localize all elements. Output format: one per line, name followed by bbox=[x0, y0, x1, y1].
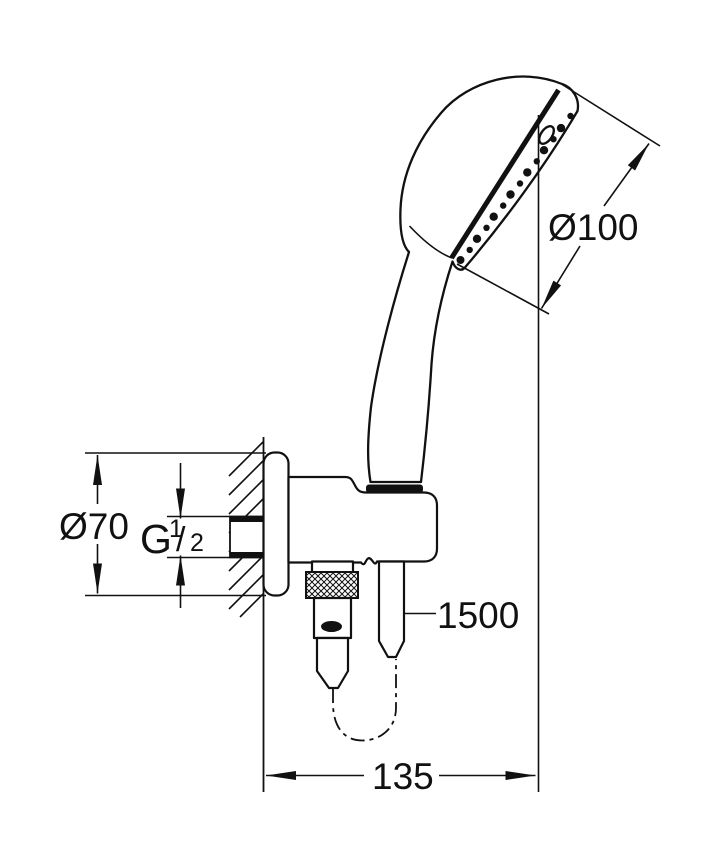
dim-escutcheon-extension-lines bbox=[85, 452, 266, 597]
hose-end-right bbox=[377, 560, 406, 659]
dim-head-diameter: Ø100 bbox=[456, 84, 661, 315]
nozzle-dots bbox=[456, 112, 574, 264]
neck-crease bbox=[408, 225, 453, 259]
hose-loop-dashed bbox=[332, 659, 397, 742]
wall-holder-body bbox=[287, 475, 439, 566]
handle-holder-ring bbox=[366, 484, 423, 493]
label-escutcheon-diameter: Ø70 bbox=[59, 506, 129, 547]
label-thread-denominator: 2 bbox=[190, 529, 204, 557]
hose-knurled-nut bbox=[305, 571, 359, 599]
dim-hose-length: 1500 bbox=[404, 595, 519, 636]
shower-head-and-handle bbox=[366, 75, 580, 484]
dim-wall-distance: 135 bbox=[266, 115, 540, 797]
label-wall-distance: 135 bbox=[372, 756, 434, 797]
label-head-diameter: Ø100 bbox=[548, 207, 639, 248]
hose-connector-left bbox=[305, 560, 359, 690]
label-thread-slash: / bbox=[176, 521, 186, 559]
dim-thread: G 1 / 2 bbox=[140, 463, 204, 608]
hose-marking bbox=[321, 621, 342, 632]
label-hose-length: 1500 bbox=[437, 595, 519, 636]
escutcheon bbox=[262, 451, 290, 597]
dim-escutcheon-diameter: Ø70 bbox=[59, 455, 129, 594]
spray-face-edge bbox=[449, 88, 561, 260]
label-thread-letter: G bbox=[140, 516, 172, 562]
hand-shower bbox=[366, 75, 580, 493]
label-thread-numerator: 1 bbox=[169, 515, 183, 543]
thread-nipple bbox=[229, 515, 265, 559]
